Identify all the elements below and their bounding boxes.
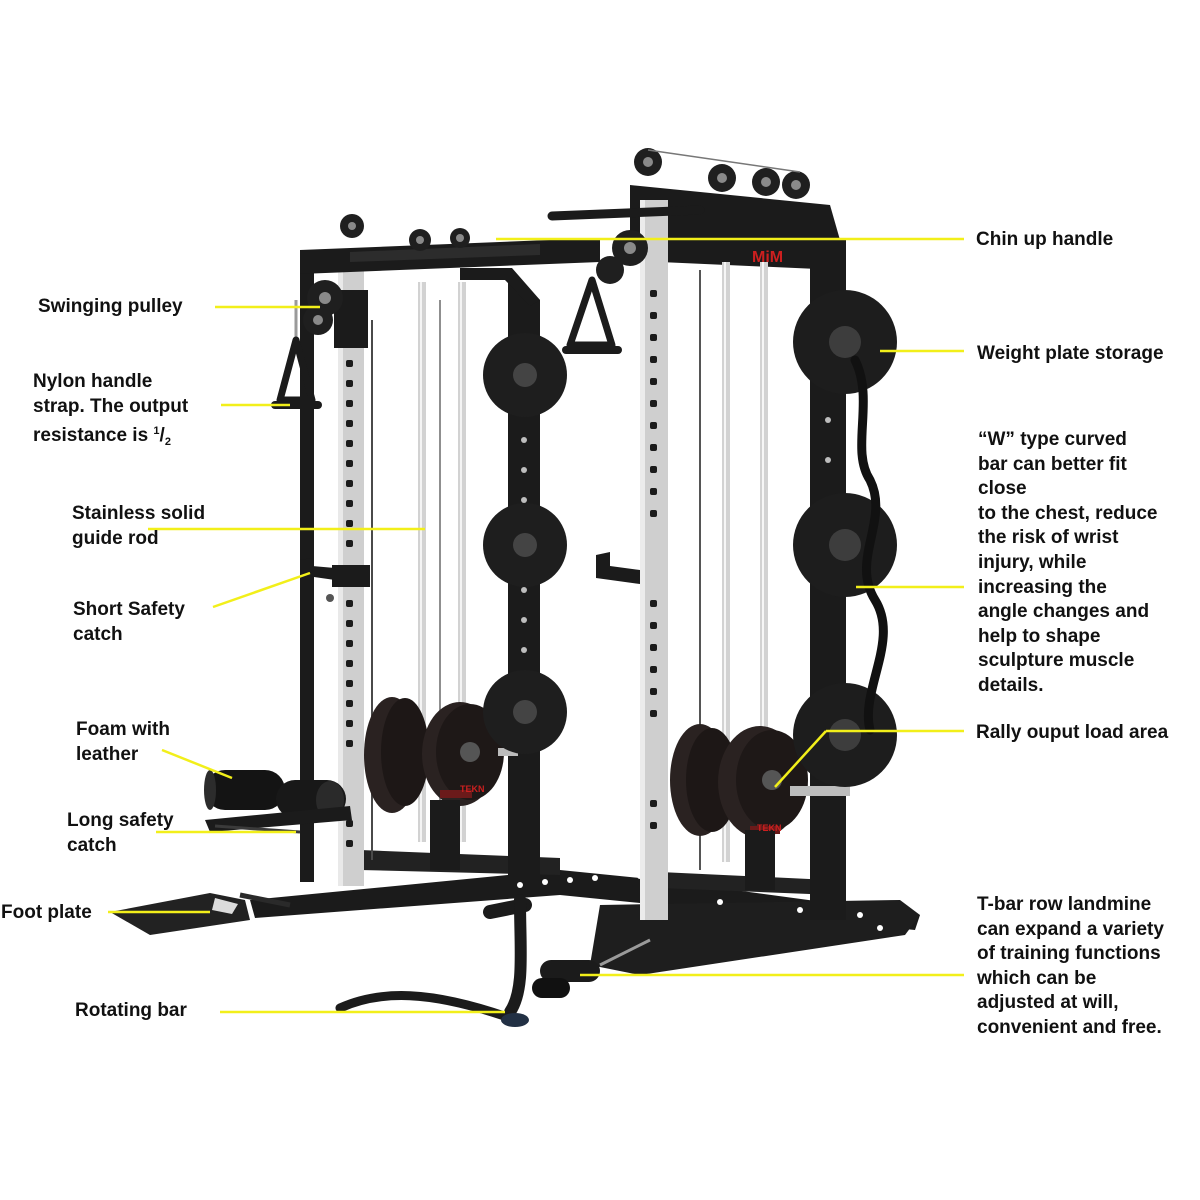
label-weight-plate-storage: Weight plate storage bbox=[977, 343, 1164, 364]
label-nylon-handle-strap: Nylon handle strap. The output resistanc… bbox=[33, 371, 189, 448]
plate-logo-right: TEKN bbox=[757, 823, 782, 833]
rotating-bar bbox=[335, 894, 529, 1027]
leader-lines bbox=[108, 237, 964, 1014]
label-swinging-pulley: Swinging pulley bbox=[38, 296, 183, 317]
plate-logo-left: TEKN bbox=[460, 784, 485, 794]
label-foot-plate: Foot plate bbox=[1, 902, 92, 923]
label-t-bar-row-landmine: T-bar row landmine can expand a variety … bbox=[977, 894, 1164, 1038]
foot-plate bbox=[110, 892, 291, 935]
label-foam-with-leather: Foam with leather bbox=[76, 719, 170, 765]
label-nylon-handle-strap-text: Nylon handle strap. The output resistanc… bbox=[33, 371, 189, 446]
top-pulleys bbox=[409, 228, 470, 251]
fraction-denominator: 2 bbox=[164, 436, 171, 448]
label-short-safety-catch: Short Safety catch bbox=[73, 599, 185, 645]
middle-plate-storage bbox=[483, 333, 567, 754]
rack-logo: MiM bbox=[752, 249, 783, 266]
right-weight-stack bbox=[670, 724, 850, 890]
label-rally-output-load-area: Rally ouput load area bbox=[976, 722, 1169, 743]
label-chin-up-handle: Chin up handle bbox=[976, 229, 1114, 250]
fraction-numerator: 1 bbox=[153, 425, 160, 437]
label-stainless-guide-rod: Stainless solid guide rod bbox=[72, 503, 206, 549]
short-safety-catch-right bbox=[596, 552, 640, 584]
left-weight-stack bbox=[364, 697, 518, 870]
w-curved-bar bbox=[850, 355, 888, 735]
label-long-safety-catch: Long safety catch bbox=[67, 810, 174, 856]
left-swinging-pulley bbox=[271, 214, 364, 409]
label-rotating-bar: Rotating bar bbox=[75, 1000, 187, 1021]
label-w-curved-bar: “W” type curved bar can better fit close… bbox=[978, 429, 1158, 696]
